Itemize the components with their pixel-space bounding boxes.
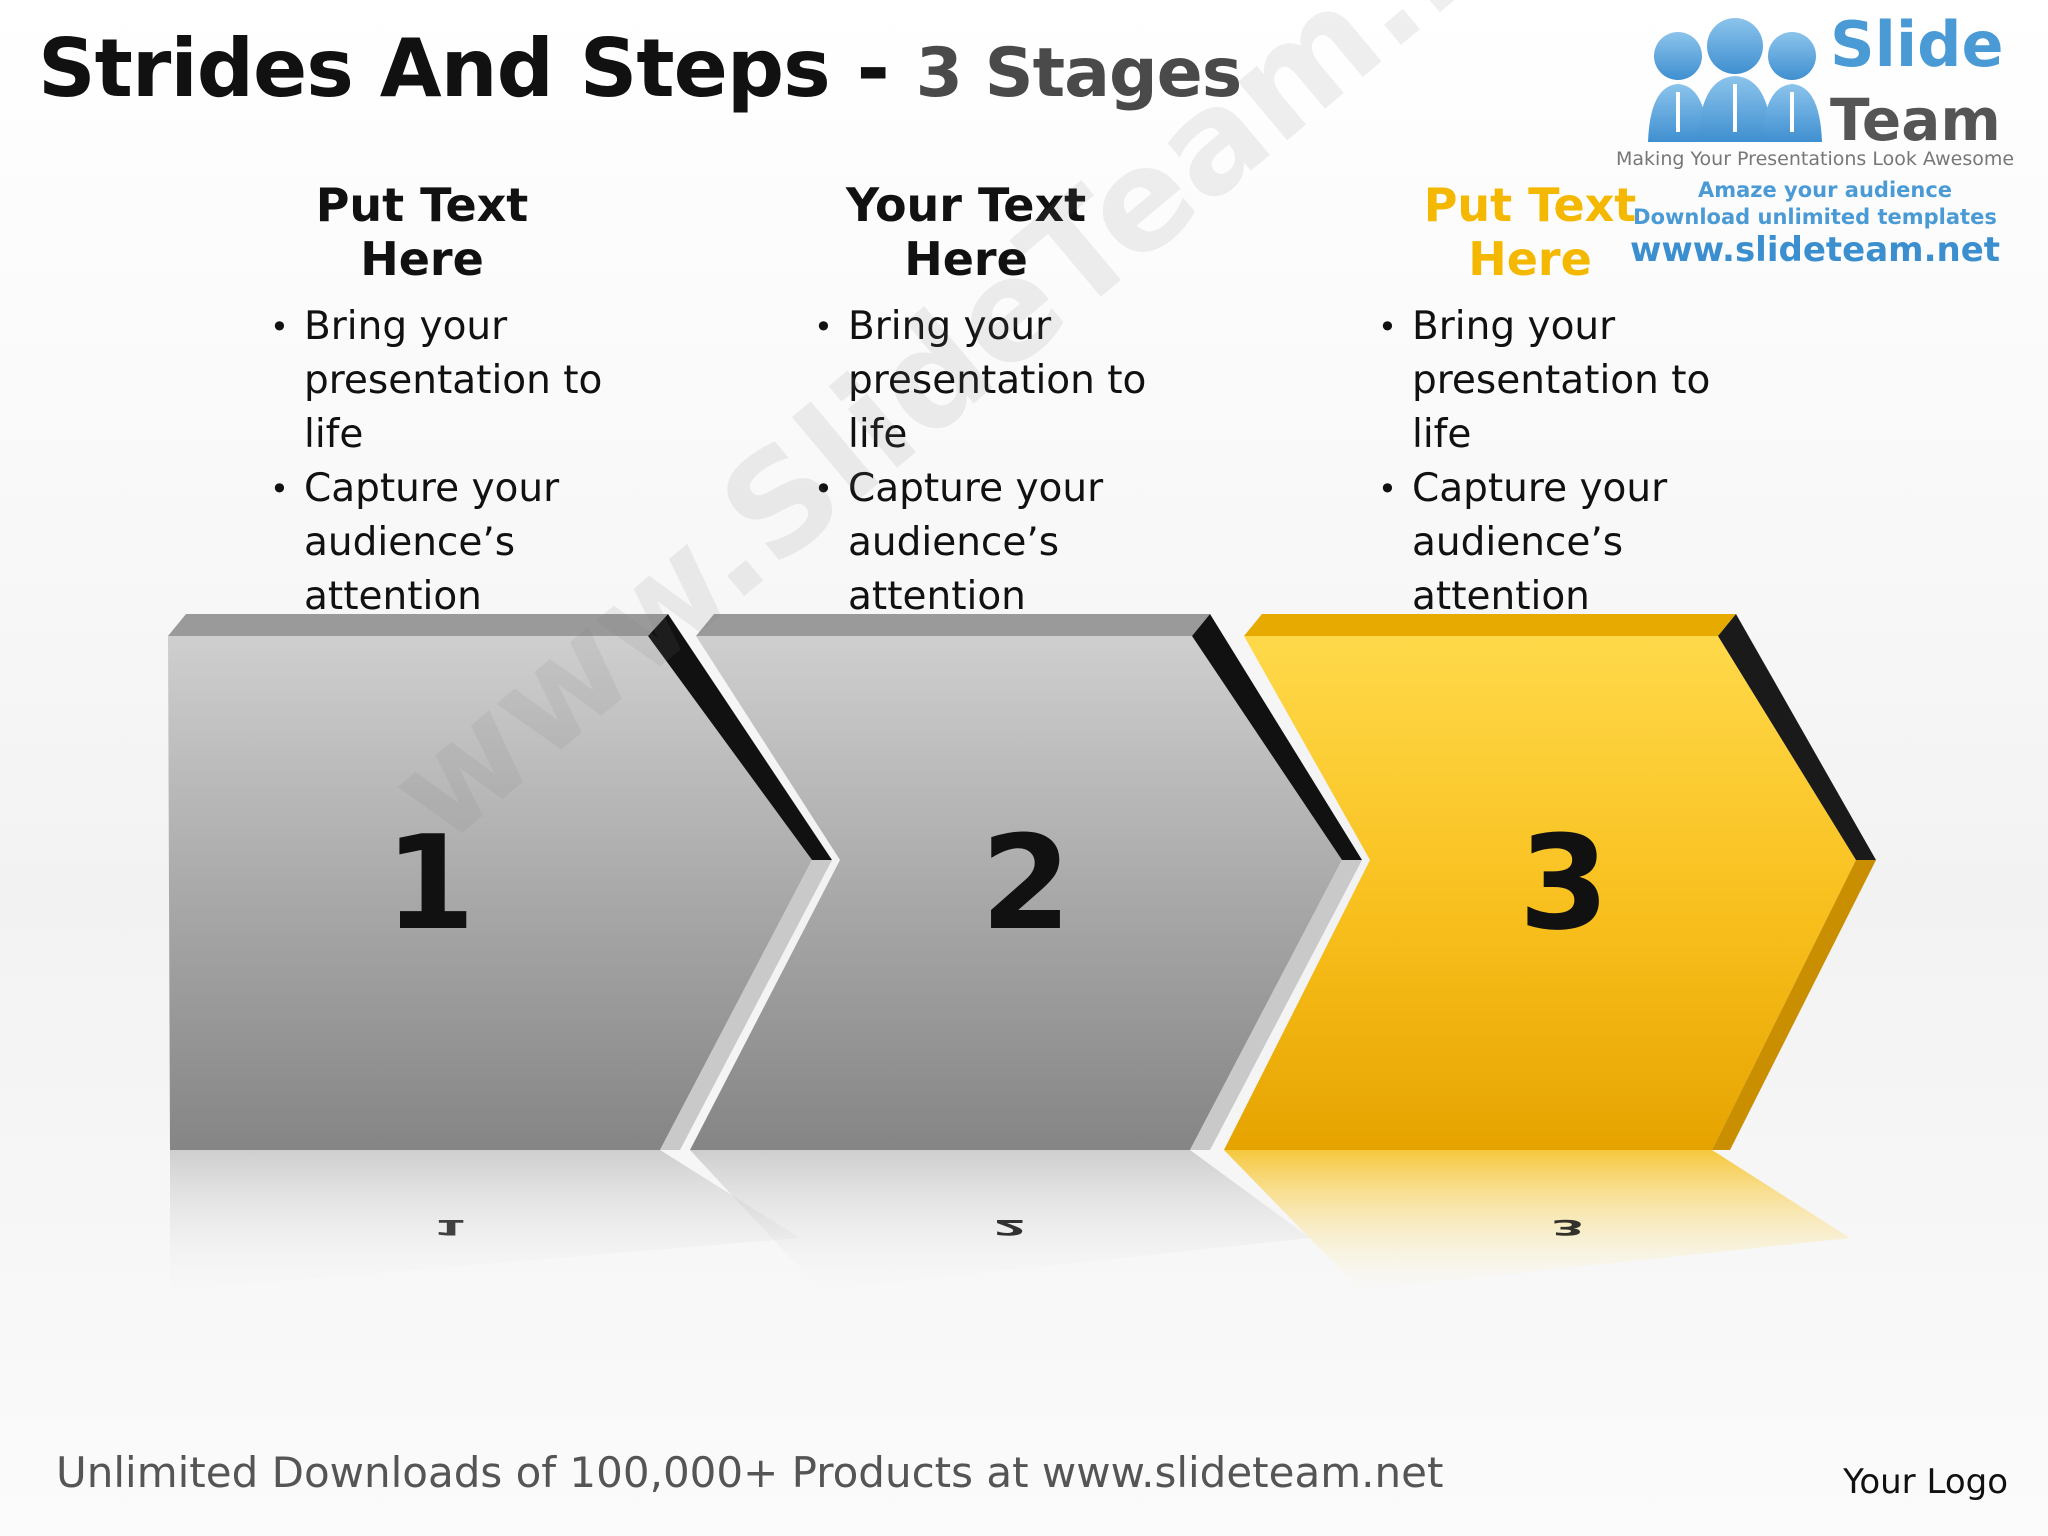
footer-text: Unlimited Downloads of 100,000+ Products… [56, 1448, 1444, 1497]
bullet-item: Bring your presentation to life [1370, 300, 1752, 462]
bullet-item: Bring your presentation to life [262, 300, 644, 462]
stage-3-chevron [1224, 614, 1876, 1290]
title-sub: 3 Stages [915, 34, 1243, 113]
people-logo-icon [1648, 18, 1822, 142]
stages-diagram: 1 2 3 1 2 3 [168, 614, 1876, 1290]
slideteam-logo: Slide Team Making Your Presentations Loo… [1600, 8, 2030, 270]
stage-1-top-bevel [168, 614, 668, 636]
stage-2-reflection [690, 1150, 1310, 1290]
stage-3-text: Put Text Here Bring your presentation to… [1370, 178, 1790, 624]
page-title: Strides And Steps - 3 Stages [38, 22, 1243, 115]
stage-2-heading: Your Text Here [845, 178, 1087, 286]
stage-3-edge [1718, 614, 1876, 860]
stage-number: 1 [385, 807, 475, 959]
stage-2-top-bevel [696, 614, 1210, 636]
stage-3-reflection [1224, 1150, 1850, 1290]
logo-url: www.slideteam.net [1629, 230, 2001, 270]
stage-3-bullets: Bring your presentation to life Capture … [1370, 300, 1790, 624]
stage-3-heading: Put Text Here [1423, 178, 1637, 286]
stage-2-text: Your Text Here Bring your presentation t… [806, 178, 1226, 624]
stage-1-bullets: Bring your presentation to life Capture … [262, 300, 682, 624]
stage-number-reflection: 3 [1551, 1215, 1584, 1241]
stage-2-chevron [690, 614, 1362, 1290]
stage-2-edge [1192, 614, 1362, 860]
stage-number-reflection: 2 [993, 1215, 1026, 1241]
logo-amaze: Amaze your audience [1697, 178, 1953, 202]
stage-1-face [168, 636, 812, 1150]
stage-1-reflection [170, 1150, 800, 1290]
stage-1-lower-edge [660, 860, 832, 1150]
stage-3-face [1224, 636, 1856, 1150]
stage-number: 2 [981, 807, 1071, 959]
stage-2-face [690, 636, 1342, 1150]
stage-2-lower-edge [1190, 860, 1362, 1150]
stage-1-heading: Put Text Here [315, 178, 529, 286]
logo-tagline: Making Your Presentations Look Awesome [1616, 148, 2015, 170]
bullet-item: Capture your audience’s attention [1370, 462, 1752, 624]
stage-3-lower-edge [1712, 860, 1876, 1150]
stage-1-chevron [168, 614, 832, 1290]
bullet-item: Capture your audience’s attention [262, 462, 644, 624]
bullet-item: Bring your presentation to life [806, 300, 1188, 462]
logo-download: Download unlimited templates [1633, 205, 1997, 229]
stage-3-top-bevel [1244, 614, 1736, 636]
stage-2-bullets: Bring your presentation to life Capture … [806, 300, 1226, 624]
stage-number-reflection: 1 [433, 1215, 466, 1241]
stage-1-edge [648, 614, 832, 860]
title-main: Strides And Steps - [38, 22, 916, 115]
logo-brand-slide: Slide [1830, 8, 2004, 81]
bullet-item: Capture your audience’s attention [806, 462, 1188, 624]
your-logo-placeholder: Your Logo [1843, 1462, 2008, 1502]
logo-brand-team: Team [1830, 86, 2001, 154]
stage-number: 3 [1519, 807, 1609, 959]
stage-1-text: Put Text Here Bring your presentation to… [262, 178, 682, 624]
